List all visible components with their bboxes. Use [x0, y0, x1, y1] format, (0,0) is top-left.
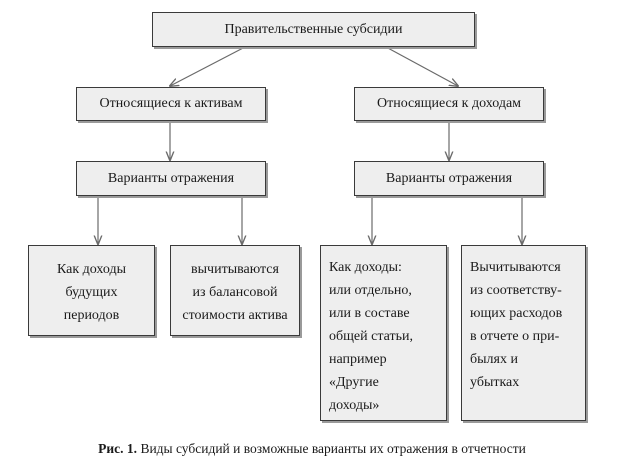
arrow-root-to-assets — [170, 46, 246, 86]
leaf-deduct-expenses: Вычитываются из соответству- ющих расход… — [461, 245, 586, 421]
income-branch-node: Относящиеся к доходам — [354, 87, 544, 121]
leaf-as-income: Как доходы: или отдельно, или в составе … — [320, 245, 447, 421]
assets-branch-node: Относящиеся к активам — [76, 87, 266, 121]
leaf-deduct-asset: вычитываются из балансовой стоимости акт… — [170, 245, 300, 336]
variants-right-node: Варианты отражения — [354, 161, 544, 196]
caption-label: Рис. 1. — [98, 441, 138, 456]
root-node: Правительственные субсидии — [152, 12, 475, 47]
leaf-future-income: Как доходы будущих периодов — [28, 245, 155, 336]
figure-caption: Рис. 1. Виды субсидий и возможные вариан… — [0, 441, 624, 457]
arrow-root-to-income — [385, 46, 458, 86]
caption-text: Виды субсидий и возможные варианты их от… — [137, 441, 526, 456]
variants-left-node: Варианты отражения — [76, 161, 266, 196]
